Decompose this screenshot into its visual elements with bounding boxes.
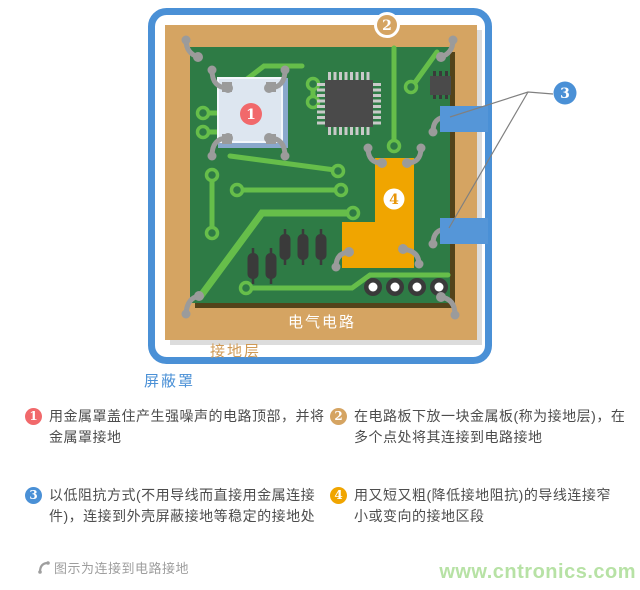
connector-tab-bottom: [440, 218, 488, 244]
annotation-4-line-1: 用又短又粗(降低接地阻抗)的导线连接窄: [354, 487, 611, 503]
via-pads: [364, 278, 448, 296]
annotation-3-line-1: 以低阻抗方式(不用导线而直接用金属连接: [49, 487, 316, 503]
pcb-shielding-diagram: 1 2 3 4 电气电路 接地层 屏蔽罩: [144, 8, 577, 390]
annotation-4-line-2: 小或变向的接地区段: [354, 508, 485, 524]
ground-wire-icon: [38, 560, 50, 574]
callout-1-badge: 1: [240, 103, 262, 125]
annotation-2-line-2: 多个点处将其连接到电路接地: [354, 429, 543, 445]
annotation-1-badge: 1: [25, 408, 42, 425]
annotation-3-text: 以低阻抗方式(不用导线而直接用金属连接 件)，连接到外壳屏蔽接地等稳定的接地处: [49, 485, 315, 527]
annotation-1-line-2: 金属罩接地: [49, 429, 122, 445]
annotation-3-badge: 3: [25, 487, 42, 504]
ground-region-orange: [342, 158, 414, 268]
annotation-2-line-1: 在电路板下放一块金属板(称为接地层)，在: [354, 408, 626, 424]
annotation-4-badge: 4: [330, 487, 347, 504]
soic-chip: [430, 71, 451, 99]
annotation-1-text: 用金属罩盖住产生强噪声的电路顶部，并将 金属罩接地: [49, 406, 325, 448]
annotation-2-badge: 2: [330, 408, 347, 425]
annotation-3-line-2: 件)，连接到外壳屏蔽接地等稳定的接地处: [49, 508, 316, 524]
callout-3-badge: 3: [553, 81, 577, 105]
discrete-components: [247, 229, 327, 284]
callout-4-badge: 4: [383, 188, 405, 210]
annotation-item-4: 4 用又短又粗(降低接地阻抗)的导线连接窄 小或变向的接地区段: [330, 485, 635, 527]
callout-3-number: 3: [560, 86, 570, 102]
annotation-item-1: 1 用金属罩盖住产生强噪声的电路顶部，并将 金属罩接地: [25, 406, 325, 448]
callout-2-badge: 2: [374, 12, 400, 38]
annotation-2-text: 在电路板下放一块金属板(称为接地层)，在 多个点处将其连接到电路接地: [354, 406, 625, 448]
label-ground-plane: 接地层: [210, 343, 261, 360]
callout-1-number: 1: [246, 107, 256, 123]
annotation-4-text: 用又短又粗(降低接地阻抗)的导线连接窄 小或变向的接地区段: [354, 485, 611, 527]
annotation-item-3: 3 以低阻抗方式(不用导线而直接用金属连接 件)，连接到外壳屏蔽接地等稳定的接地…: [25, 485, 325, 527]
footer-note: 图示为连接到电路接地: [36, 558, 189, 577]
label-shield: 屏蔽罩: [144, 373, 195, 390]
qfp-chip: [317, 72, 381, 135]
annotation-1-line-1: 用金属罩盖住产生强噪声的电路顶部，并将: [49, 408, 325, 424]
connector-tab-top: [440, 106, 488, 132]
watermark: www.cntronics.com: [439, 561, 636, 583]
callout-3-leader-lines: [448, 91, 554, 229]
annotation-item-2: 2 在电路板下放一块金属板(称为接地层)，在 多个点处将其连接到电路接地: [330, 406, 635, 448]
callout-4-number: 4: [389, 192, 399, 208]
callout-2-number: 2: [382, 18, 392, 34]
label-electrical-circuit: 电气电路: [288, 314, 356, 331]
footer-note-text: 图示为连接到电路接地: [54, 561, 190, 576]
